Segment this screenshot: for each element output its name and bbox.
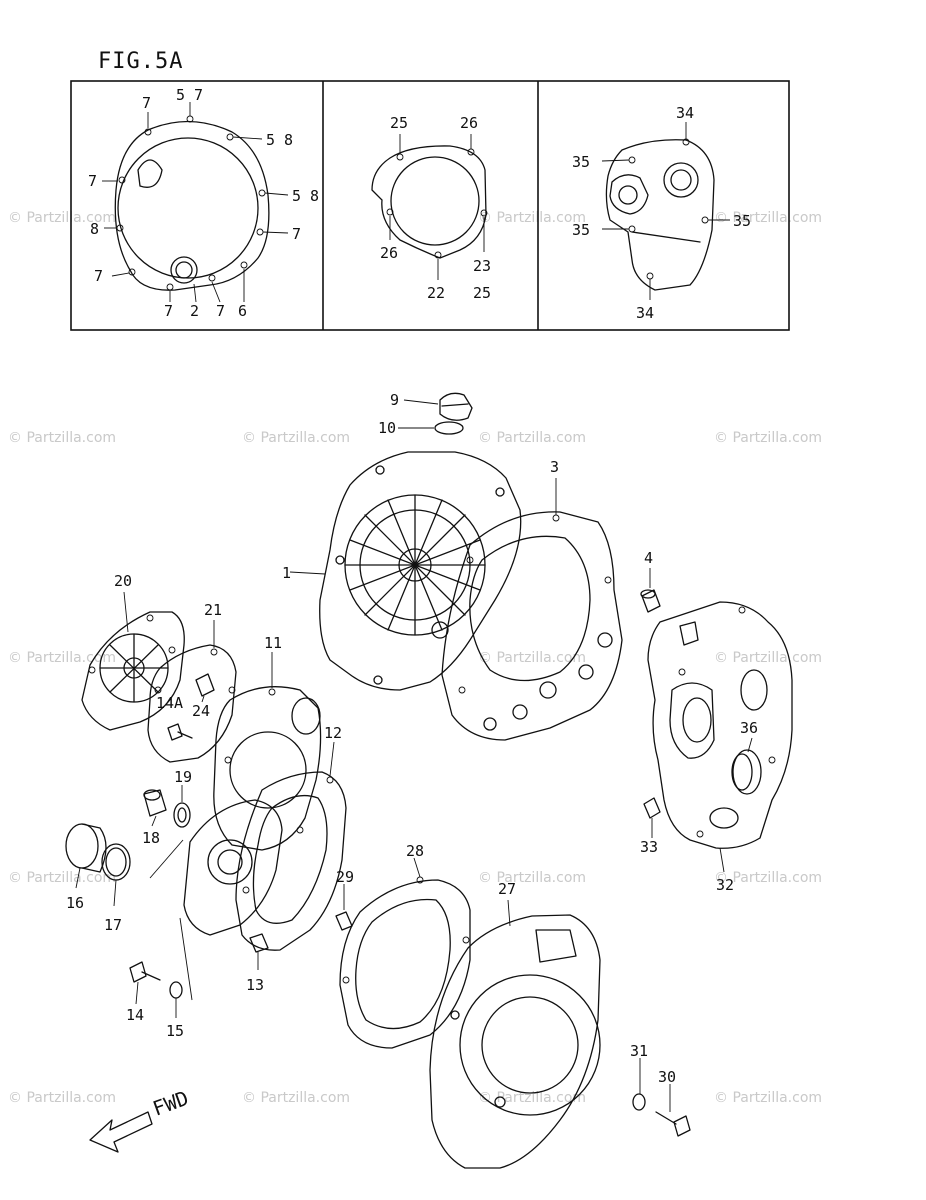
part-plug-18: 18 [142,789,167,847]
part-pump-housing: 13 [149,799,283,1001]
callout-label: 8 [90,220,99,238]
watermark-text: © Partzilla.com [8,1090,116,1106]
callout-label: 5 7 [176,86,203,104]
callout-label: 34 [636,304,654,322]
part-pump-cover: 20 [81,572,185,731]
callout-label: 16 [66,894,84,912]
part-gear-cover: 32 [647,601,793,894]
callout-label: 33 [640,838,658,856]
callout-label: 26 [380,244,398,262]
fwd-label: FWD [150,1086,192,1121]
callout-label: 19 [174,768,192,786]
callout-label: 28 [406,842,424,860]
callout-label: 20 [114,572,132,590]
arrow-left-icon [89,1111,153,1153]
bolt-pattern-inset-frame [70,80,790,331]
callout-label: 23 [473,257,491,275]
inset-gear-cover-bolts: 34 35 35 35 34 [572,104,751,322]
part-cap-16: 16 [65,823,107,912]
callout-label: 7 [88,172,97,190]
callout-label: 4 [644,549,653,567]
callout-label: 1 [282,564,291,582]
callout-label: 21 [204,601,222,619]
watermark-text: © Partzilla.com [242,1090,350,1106]
watermark-text: © Partzilla.com [8,650,116,666]
part-bolt-30: 30 [655,1068,691,1137]
callout-label: 11 [264,634,282,652]
part-oil-seal-36: 36 [731,719,762,795]
callout-label: 7 [164,302,173,320]
part-generator-gasket: 28 [339,842,471,1049]
part-washer-15: 15 [166,981,184,1040]
part-dowel-pin-4: 4 [640,549,661,613]
watermark-text: © Partzilla.com [8,430,116,446]
callout-label: 32 [716,876,734,894]
part-oil-filler-cap: 9 10 [378,391,473,437]
callout-label: 25 [390,114,408,132]
callout-label: 29 [336,868,354,886]
part-clutch-cover-gasket: 3 [441,458,623,741]
callout-label: 15 [166,1022,184,1040]
part-bolt-14: 14 [126,961,161,1024]
callout-label: 35 [572,153,590,171]
part-inner-cover-gasket: 12 [235,724,347,951]
watermark-text: © Partzilla.com [478,430,586,446]
callout-label: 7 [292,225,301,243]
callout-label: 14A [156,694,183,712]
watermark-text: © Partzilla.com [714,430,822,446]
callout-label: 12 [324,724,342,742]
part-seal-17: 17 [101,843,131,934]
watermark-text: © Partzilla.com [478,210,586,226]
callout-label: 27 [498,880,516,898]
part-generator-cover: 27 [429,880,601,1169]
watermark-text: © Partzilla.com [714,870,822,886]
callout-label: 17 [104,916,122,934]
watermark-layer: © Partzilla.com © Partzilla.com © Partzi… [8,210,822,1106]
callout-label: 34 [676,104,694,122]
watermark-text: © Partzilla.com [714,1090,822,1106]
callout-label: 7 [216,302,225,320]
callout-label: 30 [658,1068,676,1086]
callout-label: 26 [460,114,478,132]
callout-label: 31 [630,1042,648,1060]
part-dowel-pin-33: 33 [640,797,661,856]
watermark-text: © Partzilla.com [242,430,350,446]
callout-label: 5 8 [292,187,319,205]
part-pump-gasket: 21 [147,601,237,763]
callout-label: 35 [733,212,751,230]
figure-title: FIG.5A [98,49,183,74]
callout-label: 22 [427,284,445,302]
callout-label: 24 [192,702,210,720]
callout-label: 7 [142,94,151,112]
watermark-text: © Partzilla.com [714,650,822,666]
watermark-text: © Partzilla.com [8,870,116,886]
callout-label: 2 [190,302,199,320]
watermark-text: © Partzilla.com [714,210,822,226]
callout-label: 6 [238,302,247,320]
part-inner-cover: 11 [213,634,322,851]
part-washer-31: 31 [630,1042,648,1111]
part-bolt-14a: 14A [156,694,193,741]
inset-pump-cover-bolts: 25 26 26 23 22 25 [371,114,491,302]
watermark-text: © Partzilla.com [478,870,586,886]
callout-label: 14 [126,1006,144,1024]
callout-label: 10 [378,419,396,437]
callout-label: 25 [473,284,491,302]
callout-label: 7 [94,267,103,285]
watermark-text: © Partzilla.com [478,650,586,666]
part-washer-19: 19 [173,768,192,828]
callout-label: 35 [572,221,590,239]
callout-label: 5 8 [266,131,293,149]
callout-label: 36 [740,719,758,737]
part-dowel-pin-29: 29 [335,868,354,931]
callout-label: 9 [390,391,399,409]
part-dowel-pin-24: 24 [192,673,215,720]
inset-clutch-cover-bolts: 7 5 7 5 8 5 8 7 8 7 7 7 2 7 6 [88,86,319,320]
callout-label: 13 [246,976,264,994]
watermark-text: © Partzilla.com [8,210,116,226]
callout-label: 18 [142,829,160,847]
callout-label: 3 [550,458,559,476]
